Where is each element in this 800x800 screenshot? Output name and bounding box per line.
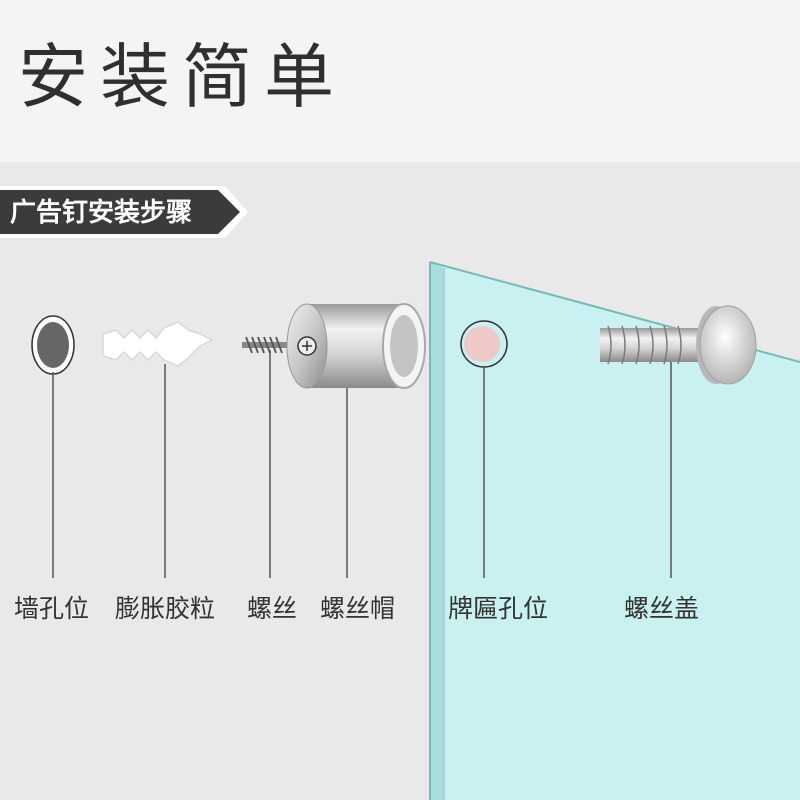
leader-lines: [52, 350, 672, 578]
screw-cover-graphic: [600, 305, 757, 385]
screw-cap-graphic: [286, 303, 426, 389]
label-screw-cap: 螺丝帽: [320, 594, 396, 623]
step-banner-title: 广告钉安装步骤: [10, 198, 193, 228]
wall-hole-graphic: [31, 315, 75, 375]
step-banner: [0, 190, 240, 234]
label-anchor: 膨胀胶粒: [115, 594, 216, 623]
label-sign-hole: 牌匾孔位: [448, 594, 549, 623]
label-screw: 螺丝: [247, 594, 298, 623]
header-band: [0, 0, 800, 162]
label-wall-hole: 墙孔位: [14, 594, 90, 623]
label-screw-cover: 螺丝盖: [624, 594, 700, 623]
acrylic-panel: [429, 261, 800, 800]
screw-graphic: [242, 336, 290, 354]
page-title: 安装简单: [18, 36, 346, 118]
anchor-graphic: [102, 321, 214, 367]
